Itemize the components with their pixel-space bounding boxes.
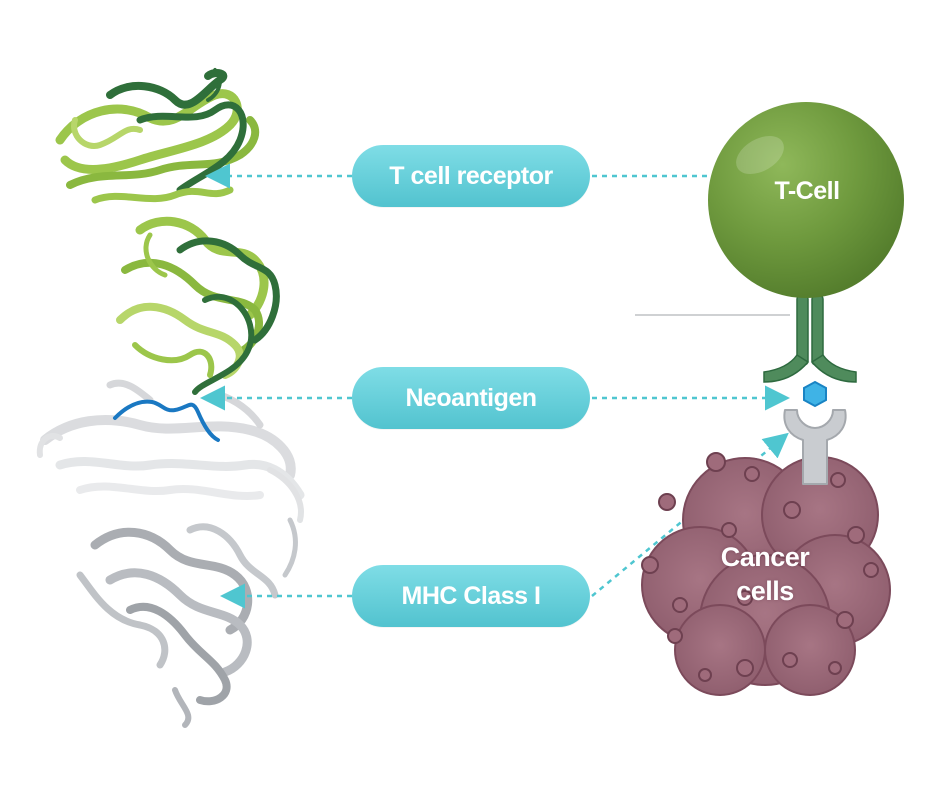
- tcr-label-pill: T cell receptor: [352, 145, 590, 207]
- tcr-protein-structure-icon: [55, 68, 280, 395]
- mhc-label-pill: MHC Class I: [352, 565, 590, 627]
- connector-mhc-right: [591, 432, 789, 597]
- cancer-cells-label-line1: Cancer: [720, 542, 810, 572]
- cancer-cells-label: Cancer cells: [695, 540, 835, 608]
- t-cell-label: T-Cell: [774, 177, 840, 205]
- cancer-cells-label-line2: cells: [736, 576, 794, 606]
- neoantigen-peptide: [113, 399, 220, 442]
- t-cell-icon: [708, 102, 904, 298]
- neoantigen-hexagon-icon: [803, 380, 827, 408]
- cancer-cell-cluster-icon: [641, 452, 891, 696]
- neoantigen-label-pill: Neoantigen: [352, 367, 590, 429]
- mhc-protein-structure-icon: [36, 379, 305, 728]
- tcr-receptor-icon: [763, 294, 857, 383]
- mhc-molecule-icon: [783, 409, 847, 485]
